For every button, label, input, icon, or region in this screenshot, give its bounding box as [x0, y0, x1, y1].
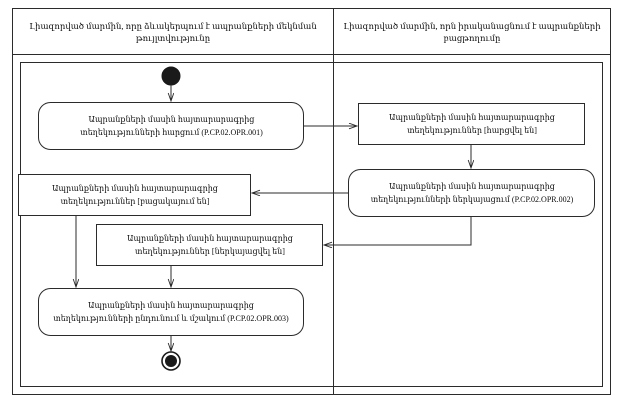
- edge-provide-to-provided: [324, 216, 472, 246]
- object-provided-label[interactable]: Ապրանքների մասին հայտարարագրից տեղեկությ…: [97, 225, 323, 266]
- initial-node-shape: [161, 66, 181, 86]
- action-provide-line2: տեղեկությունների ներկայացում (P.CP.02.OP…: [370, 194, 574, 204]
- object-absent-shape: [18, 174, 251, 216]
- object-provided-shape: [96, 224, 323, 266]
- object-absent-line2: տեղեկություններ [բացակայում են]: [60, 196, 210, 206]
- action-provide-line1: Ապրանքների մասին հայտարարագրից: [389, 182, 555, 191]
- object-requested-label[interactable]: Ապրանքների մասին հայտարարագրից տեղեկությ…: [359, 104, 585, 145]
- action-receive-line2: տեղեկությունների ընդունում և մշակում (P.…: [53, 313, 289, 323]
- lane-title-right-text: Լիազորված մարմին, որն իրականացնում է ապր…: [343, 20, 601, 43]
- object-provided-line2: տեղեկություններ [ներկայացվել են]: [135, 246, 285, 256]
- lane-title-left-text: Լիազորված մարմին, որը ձևակերպում է ապրան…: [29, 20, 317, 43]
- action-receive-label[interactable]: Ապրանքների մասին հայտարարագրից տեղեկությ…: [36, 289, 306, 336]
- object-absent-label[interactable]: Ապրանքների մասին հայտարարագրից տեղեկությ…: [19, 175, 251, 216]
- action-request-line1: Ապրանքների մասին հայտարարագրից: [88, 115, 255, 124]
- object-absent-line1: Ապրանքների մասին հայտարարագրից: [52, 184, 218, 193]
- activity-inner-frame: [20, 62, 603, 387]
- final-node-inner: [165, 355, 177, 367]
- object-requested-line1: Ապրանքների մասին հայտարարագրից: [389, 113, 555, 122]
- action-request-line2: տեղեկությունների հարցում (P.CP.02.OPR.00…: [80, 127, 263, 137]
- object-requested-line2: տեղեկություններ [հարցվել են]: [407, 125, 537, 135]
- object-provided-line1: Ապրանքների մասին հայտարարագրից: [127, 234, 293, 243]
- action-receive-line1: Ապրանքների մասին հայտարարագրից: [88, 301, 254, 310]
- action-request-label[interactable]: Ապրանքների մասին հայտարարագրից տեղեկությ…: [39, 103, 304, 150]
- lane-title-left: Լիազորված մարմին, որը ձևակերպում է ապրան…: [13, 9, 333, 54]
- object-requested-shape: [358, 103, 585, 145]
- lane-title-right: Լիազորված մարմին, որն իրականացնում է ապր…: [334, 9, 610, 54]
- action-provide-label[interactable]: Ապրանքների մասին հայտարարագրից տեղեկությ…: [349, 170, 595, 217]
